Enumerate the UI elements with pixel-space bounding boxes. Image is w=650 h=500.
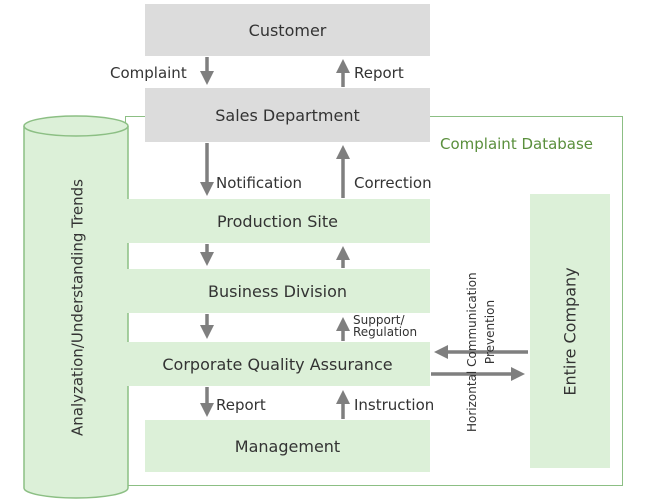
- entire-company-box: Entire Company: [530, 194, 610, 468]
- notification-label: Notification: [216, 174, 303, 192]
- complaint-label: Complaint: [110, 64, 187, 82]
- report-top-label: Report: [354, 64, 404, 82]
- sales-department-box: Sales Department: [145, 88, 430, 142]
- management-box: Management: [145, 420, 430, 472]
- support-label: Support/: [353, 313, 405, 327]
- complaint-database-label: Complaint Database: [440, 135, 594, 153]
- correction-label: Correction: [354, 174, 432, 192]
- customer-box: Customer: [145, 4, 430, 56]
- report-bottom-label: Report: [216, 396, 266, 414]
- instruction-label: Instruction: [354, 396, 435, 414]
- prevention-label: Prevention: [483, 299, 497, 365]
- corporate-quality-assurance-box: Corporate Quality Assurance: [125, 342, 430, 386]
- production-site-box: Production Site: [125, 199, 430, 243]
- horizontal-communication-label: Horizontal Communication: [465, 272, 479, 432]
- business-division-box: Business Division: [125, 269, 430, 313]
- regulation-label: Regulation: [353, 325, 418, 339]
